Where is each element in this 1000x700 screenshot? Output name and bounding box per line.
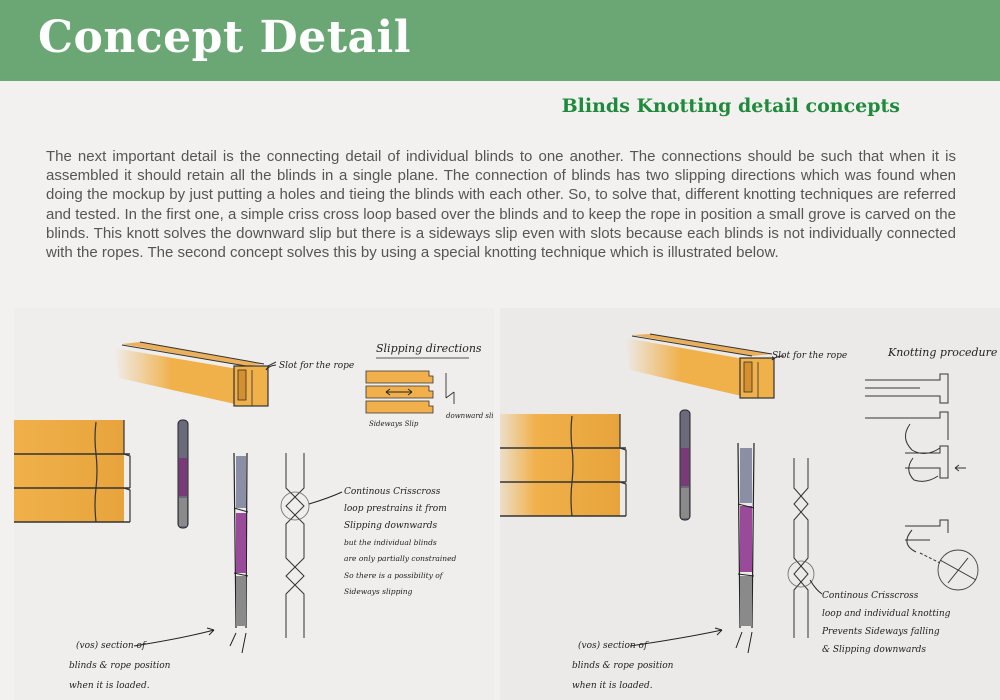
section-line-1: (vos) section of — [578, 640, 649, 651]
blind-beam-perspective — [625, 333, 775, 399]
rope-thin — [177, 419, 189, 529]
concept-1-sketch-panel: Slot for the rope Slipping directions Si… — [14, 308, 494, 700]
concept-2-note: Continous Crisscross loop and individual… — [821, 591, 951, 655]
concept-1-sketch: Slot for the rope Slipping directions Si… — [14, 341, 494, 691]
slot-label: Slot for the rope — [279, 361, 354, 371]
section-line-3: when it is loaded. — [572, 681, 653, 691]
note-line-6: So there is a possibility of — [344, 571, 444, 580]
note-line-3: Prevents Sideways falling — [821, 627, 940, 637]
slot-annotation: Slot for the rope — [265, 361, 354, 371]
slipping-directions-diagram: Slipping directions Sideways Slip downwa… — [365, 342, 494, 428]
stacked-blinds-section — [14, 420, 131, 523]
knotting-procedure-diagram: Knotting procedure — [865, 346, 998, 591]
concept-1-section-caption: (vos) section of blinds & rope position … — [69, 627, 215, 691]
knotting-procedure-title: Knotting procedure — [887, 346, 998, 359]
rope-section-right — [735, 442, 755, 654]
concept-1-note: Continous Crisscross loop prestrains it … — [344, 487, 457, 596]
note-line-4: but the individual blinds — [344, 538, 437, 547]
sideways-slip-label: Sideways Slip — [369, 420, 419, 428]
blind-beam-perspective — [114, 341, 277, 407]
section-line-1: (vos) section of — [76, 640, 147, 651]
slot-label: Slot for the rope — [772, 351, 847, 361]
note-line-1: Continous Crisscross — [344, 487, 441, 497]
downward-slip-label: downward slip — [446, 412, 494, 420]
crisscross-rope-left — [280, 453, 343, 638]
stacked-blinds-section — [500, 414, 627, 517]
crisscross-rope-right — [787, 458, 823, 638]
concept-2-section-caption: (vos) section of blinds & rope position … — [572, 627, 723, 691]
note-line-4: & Slipping downwards — [822, 645, 926, 655]
page-title: Concept Detail — [38, 12, 411, 63]
rope-section-left — [229, 452, 249, 654]
note-line-1: Continous Crisscross — [822, 591, 919, 601]
note-line-5: are only partially constrained — [344, 554, 457, 563]
section-line-2: blinds & rope position — [69, 661, 171, 671]
note-line-2: loop and individual knotting — [822, 609, 951, 619]
concept-2-sketch-panel: Slot for the rope Knotting procedure — [500, 308, 1000, 700]
slipping-directions-title: Slipping directions — [376, 342, 482, 355]
note-line-7: Sideways slipping — [344, 587, 413, 596]
section-line-2: blinds & rope position — [572, 661, 674, 671]
section-line-3: when it is loaded. — [69, 681, 150, 691]
section-subtitle: Blinds Knotting detail concepts — [561, 95, 900, 117]
note-line-2: loop prestrains it from — [344, 504, 447, 514]
body-paragraph: The next important detail is the connect… — [46, 148, 956, 262]
rope-thin — [679, 409, 691, 521]
slot-annotation: Slot for the rope — [771, 351, 847, 361]
concept-2-sketch: Slot for the rope Knotting procedure — [500, 333, 998, 691]
header-band — [0, 0, 1000, 81]
note-line-3: Slipping downwards — [344, 521, 438, 531]
